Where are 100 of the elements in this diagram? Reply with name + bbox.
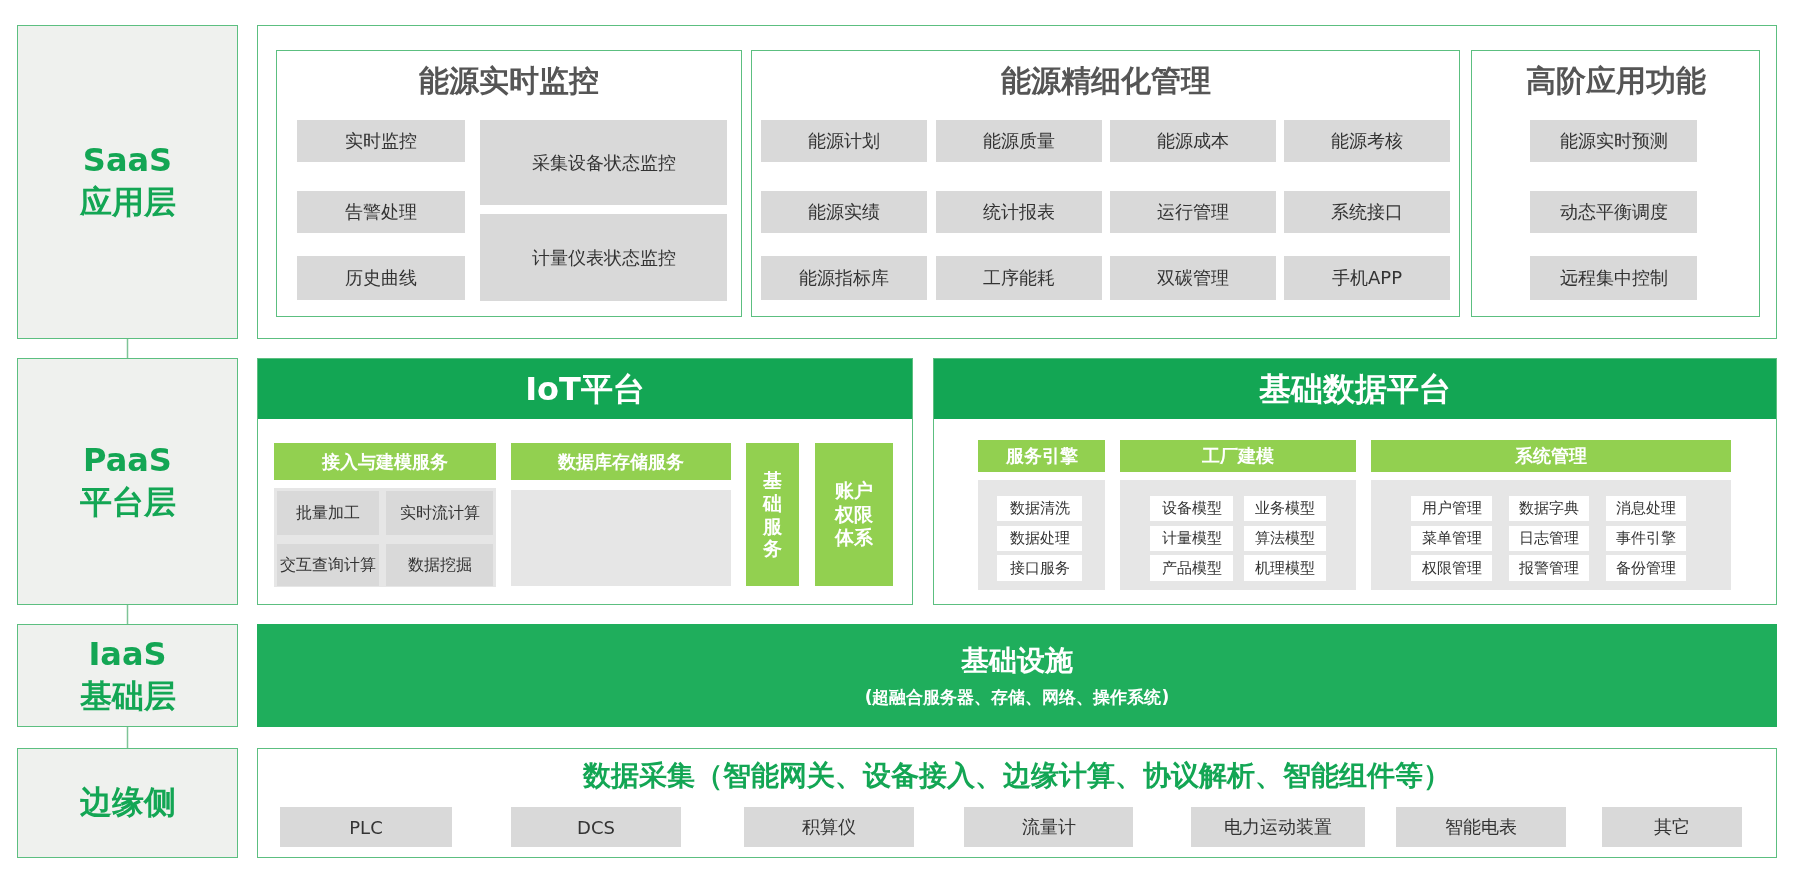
function-box bbox=[1150, 526, 1233, 551]
function-label: 数据清洗 bbox=[1009, 499, 1070, 518]
function-box bbox=[1396, 807, 1566, 847]
function-label: 业务模型 bbox=[1255, 499, 1315, 518]
module-title: 高阶应用功能 bbox=[1525, 62, 1706, 100]
function-box bbox=[1530, 256, 1697, 300]
function-box bbox=[1606, 526, 1686, 551]
function-box bbox=[1284, 120, 1450, 162]
function-box bbox=[1244, 526, 1326, 551]
function-label: 事件引擎 bbox=[1616, 529, 1676, 548]
function-label: 流量计 bbox=[1021, 815, 1076, 839]
function-label: 能源指标库 bbox=[799, 266, 889, 290]
function-label: 电力运动装置 bbox=[1224, 815, 1332, 839]
function-label: 能源成本 bbox=[1157, 129, 1229, 153]
function-label: 能源计划 bbox=[808, 129, 880, 153]
layer-label-box bbox=[17, 748, 238, 858]
function-box bbox=[1530, 191, 1697, 233]
function-box bbox=[1150, 555, 1233, 581]
section-header bbox=[978, 440, 1105, 472]
function-box bbox=[744, 807, 914, 847]
section-title: 接入与建模服务 bbox=[322, 449, 448, 474]
function-box bbox=[1110, 256, 1276, 300]
function-label: 批量加工 bbox=[296, 502, 360, 524]
function-label: 计量仪表状态监控 bbox=[531, 245, 676, 270]
function-label: 数据挖掘 bbox=[407, 554, 472, 576]
layer-label: SaaS 应用层 bbox=[78, 140, 177, 223]
function-box bbox=[1110, 120, 1276, 162]
function-box bbox=[1244, 496, 1326, 521]
function-label: 告警处理 bbox=[345, 200, 417, 224]
platform-title: 基础数据平台 bbox=[934, 359, 1776, 419]
section-title: 系统管理 bbox=[1515, 444, 1587, 468]
service-bar bbox=[815, 443, 893, 586]
function-box bbox=[997, 526, 1082, 551]
function-label: 工序能耗 bbox=[983, 266, 1055, 290]
function-box bbox=[297, 120, 465, 162]
section-panel bbox=[1120, 480, 1356, 590]
layer-panel bbox=[257, 25, 1777, 339]
module-title: 能源实时监控 bbox=[419, 62, 599, 100]
function-box bbox=[1244, 555, 1326, 581]
function-label: 其它 bbox=[1654, 815, 1690, 839]
function-label: 运行管理 bbox=[1157, 200, 1229, 224]
function-label: 计量模型 bbox=[1161, 529, 1222, 548]
function-label: 采集设备状态监控 bbox=[531, 150, 676, 175]
function-box bbox=[936, 191, 1102, 233]
function-box bbox=[936, 256, 1102, 300]
infrastructure-text: 基础设施 bbox=[961, 643, 1073, 679]
function-label: 算法模型 bbox=[1255, 529, 1315, 548]
function-box bbox=[1509, 496, 1589, 521]
module-title: 能源精细化管理 bbox=[1000, 62, 1211, 100]
function-box bbox=[1509, 555, 1589, 581]
section-title: 工厂建模 bbox=[1202, 444, 1274, 468]
function-box bbox=[480, 120, 727, 205]
function-label: 统计报表 bbox=[983, 200, 1055, 224]
function-label: 日志管理 bbox=[1519, 529, 1579, 548]
layer-label: IaaS 基础层 bbox=[78, 633, 177, 717]
section-title: 数据库存储服务 bbox=[558, 449, 684, 474]
service-label: 基础服务 bbox=[761, 468, 783, 561]
function-label: 手机APP bbox=[1332, 266, 1402, 290]
function-box bbox=[1606, 555, 1686, 581]
function-label: 用户管理 bbox=[1421, 499, 1482, 518]
function-label: 备份管理 bbox=[1616, 558, 1676, 578]
section-panel bbox=[511, 490, 731, 586]
function-label: 消息处理 bbox=[1616, 499, 1676, 518]
edge-panel bbox=[257, 748, 1777, 858]
layer-label: 边缘侧 bbox=[78, 782, 177, 824]
function-label: 接口服务 bbox=[1009, 558, 1070, 578]
platform-panel bbox=[257, 358, 913, 605]
function-box bbox=[761, 191, 927, 233]
function-label: 数据字典 bbox=[1519, 499, 1579, 518]
layer-label-box bbox=[17, 25, 238, 339]
function-label: 远程集中控制 bbox=[1559, 266, 1668, 290]
function-box bbox=[297, 256, 465, 300]
function-label: 机理模型 bbox=[1255, 558, 1315, 578]
function-box bbox=[964, 807, 1133, 847]
section-panel bbox=[274, 488, 496, 587]
layer-label-box bbox=[17, 624, 238, 727]
function-box bbox=[1150, 496, 1233, 521]
connector-line bbox=[126, 726, 129, 749]
function-label: 数据处理 bbox=[1009, 529, 1070, 548]
service-label: 账户权限体系 bbox=[833, 478, 874, 551]
function-label: 交互查询计算 bbox=[280, 554, 376, 576]
function-label: 能源实时预测 bbox=[1559, 129, 1668, 153]
function-box bbox=[1284, 191, 1450, 233]
infrastructure-band bbox=[257, 624, 1777, 727]
function-box bbox=[936, 120, 1102, 162]
function-label: 动态平衡调度 bbox=[1559, 200, 1668, 224]
function-label: 实时流计算 bbox=[399, 502, 480, 524]
function-label: PLC bbox=[349, 816, 383, 838]
platform-panel bbox=[933, 358, 1777, 605]
module-panel bbox=[276, 50, 742, 317]
function-label: 能源质量 bbox=[983, 129, 1055, 153]
function-label: 能源考核 bbox=[1331, 129, 1403, 153]
function-box bbox=[1110, 191, 1276, 233]
function-label: 系统接口 bbox=[1331, 200, 1403, 224]
section-title: 服务引擎 bbox=[1005, 444, 1078, 468]
connector-line bbox=[126, 338, 129, 359]
platform-title: IoT平台 bbox=[258, 359, 912, 419]
function-box bbox=[511, 807, 681, 847]
section-header bbox=[1371, 440, 1731, 472]
edge-title: 数据采集（智能网关、设备接入、边缘计算、协议解析、智能组件等） bbox=[583, 758, 1451, 794]
